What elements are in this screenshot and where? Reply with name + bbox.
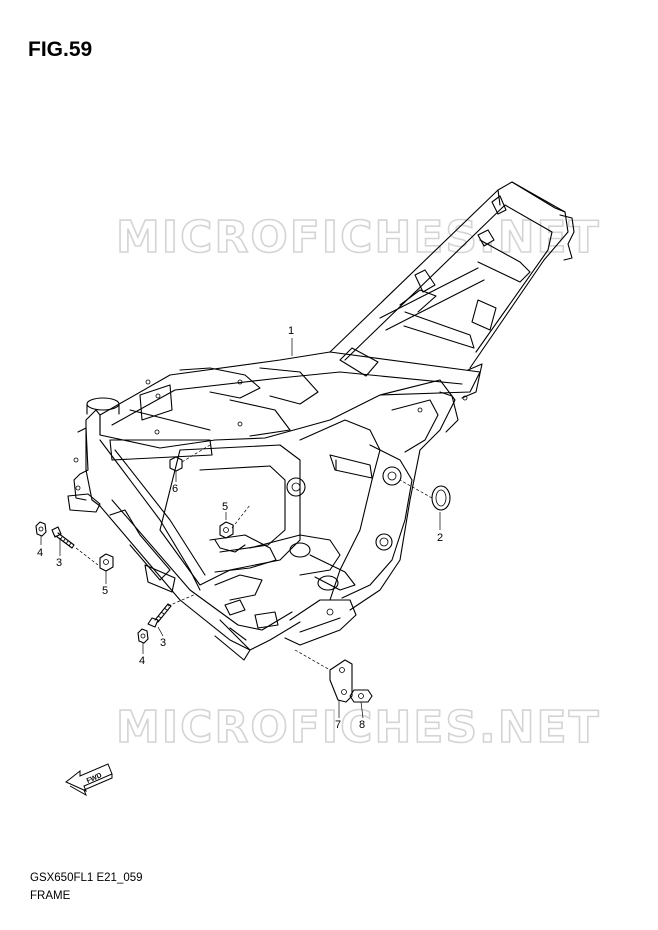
- section-name: FRAME: [30, 890, 71, 902]
- nut-part-6[interactable]: [169, 456, 183, 472]
- cap-part-2[interactable]: [431, 485, 451, 511]
- cap-part-4-lower[interactable]: [137, 628, 149, 644]
- bolt-part-3-left[interactable]: [51, 526, 75, 549]
- bolt-part-3-lower[interactable]: [147, 603, 172, 628]
- callout-7: 7: [335, 719, 341, 731]
- frame-part[interactable]: [67, 181, 575, 661]
- callout-1: 1: [288, 325, 294, 337]
- forward-direction-arrow-icon: FWD: [65, 763, 113, 797]
- callout-4-left: 4: [37, 547, 43, 559]
- nut-part-5-upper[interactable]: [219, 521, 234, 539]
- nut-part-5-lower[interactable]: [99, 553, 114, 572]
- callout-5-upper: 5: [222, 501, 228, 513]
- callout-4-lower: 4: [139, 655, 145, 667]
- callout-6: 6: [172, 483, 178, 495]
- bolt-part-8[interactable]: [349, 689, 373, 703]
- callout-2: 2: [437, 532, 443, 544]
- model-code: GSX650FL1 E21_059: [30, 872, 143, 884]
- callout-5-lower: 5: [102, 585, 108, 597]
- watermark-top: MICROFICHES.NET: [116, 212, 601, 263]
- bracket-part-7[interactable]: [329, 659, 353, 703]
- callout-3-lower: 3: [160, 637, 166, 649]
- figure-title: FIG.59: [28, 38, 93, 61]
- callout-8: 8: [359, 719, 365, 731]
- watermark-bottom: MICROFICHES.NET: [116, 702, 601, 753]
- callout-3-left: 3: [56, 557, 62, 569]
- cap-part-4-left[interactable]: [35, 521, 47, 537]
